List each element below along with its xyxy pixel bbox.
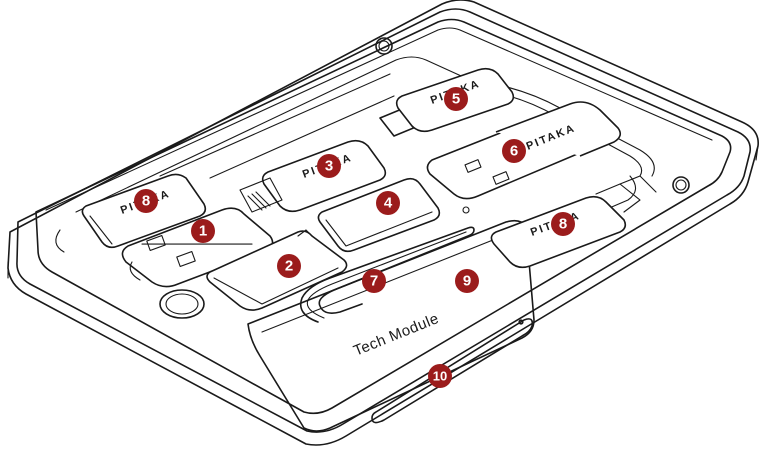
- callout-5: 5: [444, 87, 468, 111]
- callout-number: 6: [510, 143, 518, 160]
- callout-1: 1: [191, 219, 215, 243]
- callout-2: 2: [277, 254, 301, 278]
- callout-number: 8: [142, 193, 150, 210]
- callout-number: 1: [199, 223, 207, 240]
- callout-number: 5: [452, 91, 460, 108]
- callout-10: 10: [428, 364, 452, 388]
- callout-9: 9: [455, 269, 479, 293]
- callout-number: 7: [370, 273, 378, 290]
- callout-8-left: 8: [134, 189, 158, 213]
- callout-4: 4: [376, 191, 400, 215]
- callout-number: 3: [325, 158, 333, 175]
- callout-7: 7: [362, 269, 386, 293]
- callout-6: 6: [502, 139, 526, 163]
- callout-number: 2: [285, 258, 293, 275]
- callout-3: 3: [317, 154, 341, 178]
- callout-number: 4: [384, 195, 393, 212]
- callout-number: 9: [463, 273, 471, 290]
- callout-8-right: 8: [551, 212, 575, 236]
- callout-number: 10: [433, 369, 447, 384]
- callout-number: 8: [559, 216, 567, 233]
